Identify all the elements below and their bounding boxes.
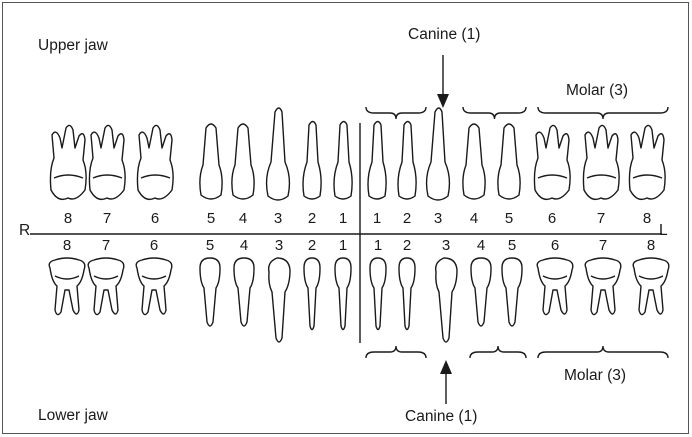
lower-tooth (436, 258, 457, 342)
upper-tooth (232, 124, 254, 199)
upper-tooth (629, 125, 665, 199)
lower-tooth (537, 258, 573, 315)
lower-tooth (502, 258, 522, 326)
upper-left-tooth-number: 8 (643, 210, 651, 227)
lower-tooth (136, 258, 172, 315)
upper-tooth (89, 125, 125, 199)
upper-tooth (334, 122, 352, 200)
upper-right-tooth-number: 4 (239, 210, 247, 227)
lower-right-tooth-number: 4 (240, 237, 248, 254)
lower-tooth (471, 258, 491, 326)
upper-right-tooth-number: 7 (103, 210, 111, 227)
upper-tooth (463, 124, 485, 199)
upper-left-tooth-number: 4 (470, 210, 478, 227)
upper-right-tooth-number: 6 (151, 210, 159, 227)
lower-tooth (585, 258, 621, 315)
lower-right-tooth-number: 3 (275, 237, 283, 254)
upper-left-tooth-number: 5 (505, 210, 513, 227)
upper-left-tooth-number: 6 (548, 210, 556, 227)
upper-canine-arrowhead (437, 94, 449, 108)
upper-tooth (534, 125, 570, 199)
lower-tooth (304, 258, 320, 330)
upper-tooth (303, 122, 321, 200)
upper-tooth (427, 108, 450, 200)
upper-right-tooth-number: 1 (339, 210, 347, 227)
lower-tooth (200, 258, 220, 326)
upper-left-tooth-number: 2 (403, 210, 411, 227)
upper-tooth (200, 124, 222, 199)
upper-tooth (583, 125, 619, 199)
lower-right-tooth-number: 1 (339, 237, 347, 254)
upper-left-tooth-number: 3 (434, 210, 442, 227)
lower-tooth (234, 258, 254, 326)
lower-left-tooth-number: 6 (551, 237, 559, 254)
lower-left-tooth-number: 8 (647, 237, 655, 254)
upper-tooth (267, 108, 290, 200)
upper-right-tooth-number: 3 (274, 210, 282, 227)
upper-right-tooth-number: 8 (64, 210, 72, 227)
lower-tooth (269, 258, 290, 342)
lower-right-tooth-number: 6 (150, 237, 158, 254)
molar-group-brace-upper (538, 107, 668, 119)
lower-right-tooth-number: 5 (206, 237, 214, 254)
upper-tooth (50, 125, 86, 199)
upper-tooth (368, 122, 386, 200)
incisor-group-brace-upper (366, 107, 426, 119)
lower-left-tooth-number: 7 (599, 237, 607, 254)
premolar-group-brace-lower (470, 346, 526, 358)
incisor-group-brace-lower (366, 346, 426, 358)
lower-left-tooth-number: 1 (374, 237, 382, 254)
lower-tooth (335, 258, 351, 330)
lower-right-tooth-number: 2 (308, 237, 316, 254)
lower-left-tooth-number: 3 (442, 237, 450, 254)
lower-right-tooth-number: 7 (102, 237, 110, 254)
lower-tooth (49, 258, 85, 315)
upper-tooth (498, 124, 520, 199)
upper-left-tooth-number: 7 (597, 210, 605, 227)
molar-group-brace-lower (538, 346, 668, 358)
lower-tooth (88, 258, 124, 315)
lower-canine-arrowhead (440, 360, 452, 374)
lower-tooth (633, 258, 669, 315)
lower-right-tooth-number: 8 (63, 237, 71, 254)
lower-tooth (370, 258, 386, 330)
lower-left-tooth-number: 4 (477, 237, 485, 254)
upper-left-tooth-number: 1 (373, 210, 381, 227)
upper-right-tooth-number: 2 (308, 210, 316, 227)
lower-left-tooth-number: 5 (508, 237, 516, 254)
upper-tooth (137, 125, 173, 199)
premolar-group-brace-upper (463, 107, 526, 119)
upper-right-tooth-number: 5 (207, 210, 215, 227)
lower-tooth (399, 258, 415, 330)
lower-left-tooth-number: 2 (403, 237, 411, 254)
upper-tooth (398, 122, 416, 200)
